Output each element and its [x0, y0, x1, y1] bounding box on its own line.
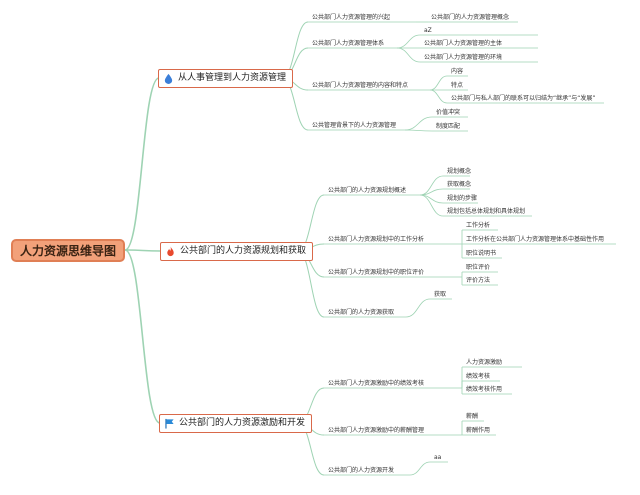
leaf-topic[interactable]: 规划包括总体规划和具体规划	[447, 208, 526, 215]
leaf-topic[interactable]: 内容	[451, 68, 464, 75]
branch-title: 从人事管理到人力资源管理	[178, 73, 287, 83]
water-drop-icon	[164, 73, 173, 84]
sub-topic[interactable]: 公共部门人力资源管理体系	[312, 40, 385, 47]
sub-topic[interactable]: 公共部门人力资源激励中的薪酬管理	[328, 427, 425, 434]
leaf-topic[interactable]: 获取概念	[447, 181, 472, 188]
connector-line	[396, 34, 421, 49]
leaf-topic[interactable]: 特点	[451, 82, 464, 89]
leaf-topic[interactable]: 获取	[434, 291, 447, 298]
leaf-topic[interactable]: 公共部门人力资源管理的环境	[424, 54, 503, 61]
sub-topic[interactable]: 公共管理背景下的人力资源管理	[312, 122, 397, 129]
leaf-topic[interactable]: 制度匹配	[436, 123, 461, 130]
sub-topic[interactable]: 公共部门人力资源管理的兴起	[312, 14, 391, 21]
root-node[interactable]: 人力资源思维导图	[11, 239, 125, 262]
sub-topic[interactable]: 公共部门的人力资源开发	[328, 467, 395, 474]
leaf-topic[interactable]: 价值冲突	[436, 109, 461, 116]
branch-incentive-development[interactable]: 公共部门的人力资源激励和开发	[159, 414, 313, 433]
leaf-topic[interactable]: 规划概念	[447, 168, 472, 175]
connector-line	[124, 249, 162, 252]
branch-hr-management[interactable]: 从人事管理到人力资源管理	[158, 69, 294, 88]
branch-planning-acquisition[interactable]: 公共部门的人力资源规划和获取	[160, 242, 314, 261]
sub-topic[interactable]: 公共部门人力资源管理的内容和特点	[312, 82, 409, 89]
sub-topic[interactable]: 公共部门人力资源规划中的职位评价	[328, 269, 425, 276]
connector-line	[429, 75, 448, 91]
leaf-topic[interactable]: 工作分析	[466, 222, 491, 229]
leaf-topic[interactable]: 薪酬作用	[466, 427, 491, 434]
leaf-topic[interactable]: 薪酬	[466, 413, 479, 420]
leaf-topic[interactable]: 公共部门的人力资源管理概念	[431, 14, 510, 21]
leaf-topic[interactable]: 规划的步骤	[447, 195, 478, 202]
leaf-topic[interactable]: aZ	[424, 27, 432, 34]
connector-line	[124, 249, 161, 424]
connector-line	[429, 89, 448, 104]
connector-line	[404, 116, 433, 131]
leaf-topic[interactable]: 公共部门与私人部门的联系可以归结为“继承”与“发展”	[451, 95, 596, 102]
leaf-topic[interactable]: aa	[434, 454, 442, 461]
connector-line	[396, 47, 421, 63]
connector-line	[419, 194, 444, 217]
connector-line	[405, 298, 431, 318]
leaf-topic[interactable]: 绩效考核	[466, 373, 491, 380]
connector-line	[124, 77, 160, 251]
branch-title: 公共部门的人力资源激励和开发	[179, 418, 306, 428]
sub-topic[interactable]: 公共部门的人力资源规划概述	[328, 187, 407, 194]
leaf-topic[interactable]: 绩效考核作用	[466, 386, 503, 393]
sub-topic[interactable]: 公共部门人力资源规划中的工作分析	[328, 236, 425, 243]
root-title: 人力资源思维导图	[19, 243, 116, 258]
leaf-topic[interactable]: 工作分析在公共部门人力资源管理体系中基础性作用	[466, 236, 605, 243]
flag-icon	[165, 418, 174, 429]
leaf-topic[interactable]: 职位说明书	[466, 250, 497, 257]
connector-line	[409, 461, 431, 476]
branch-title: 公共部门的人力资源规划和获取	[180, 246, 307, 256]
sub-topic[interactable]: 公共部门人力资源激励中的绩效考核	[328, 380, 425, 387]
sub-topic[interactable]: 公共部门的人力资源获取	[328, 309, 395, 316]
leaf-topic[interactable]: 评价方法	[466, 277, 491, 284]
leaf-topic[interactable]: 公共部门人力资源管理的主体	[424, 40, 503, 47]
fire-icon	[167, 246, 174, 257]
leaf-topic[interactable]: 职位评价	[466, 264, 491, 271]
connector-line	[404, 129, 433, 132]
leaf-topic[interactable]: 人力资源激励	[466, 359, 503, 366]
connector-line	[419, 194, 444, 204]
